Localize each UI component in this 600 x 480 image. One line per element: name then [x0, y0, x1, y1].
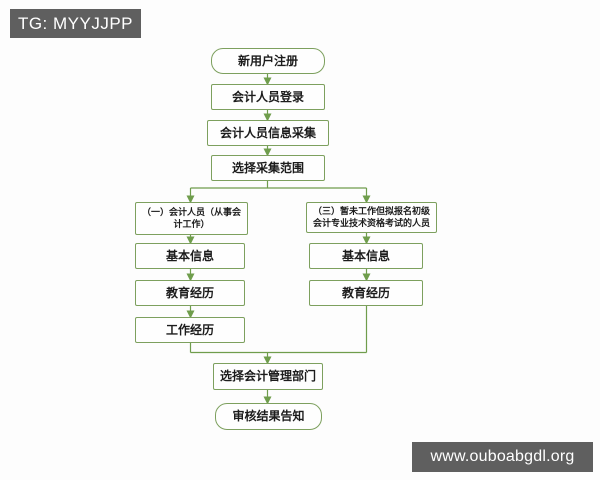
flow-node-branch-right: （三）暂未工作但拟报名初级会计专业技术资格考试的人员	[306, 202, 437, 233]
flow-node-left-work-history: 工作经历	[135, 317, 245, 343]
flow-node-right-education: 教育经历	[309, 280, 423, 306]
flow-node-scope: 选择采集范围	[211, 155, 325, 181]
website-watermark-badge: www.ouboabgdl.org	[412, 442, 593, 472]
flow-node-branch-left: （一）会计人员（从事会计工作）	[135, 202, 248, 235]
flow-node-review-result: 审核结果告知	[215, 403, 322, 430]
flow-node-info-collect: 会计人员信息采集	[207, 120, 329, 146]
flow-node-left-basic-info: 基本信息	[135, 243, 245, 269]
tg-watermark-badge: TG: MYYJJPP	[10, 9, 141, 38]
flow-node-left-education: 教育经历	[135, 280, 245, 306]
flow-node-login: 会计人员登录	[211, 84, 325, 110]
flow-node-select-dept: 选择会计管理部门	[213, 363, 323, 390]
flow-node-right-basic-info: 基本信息	[309, 243, 423, 269]
flow-node-start: 新用户注册	[211, 48, 325, 74]
